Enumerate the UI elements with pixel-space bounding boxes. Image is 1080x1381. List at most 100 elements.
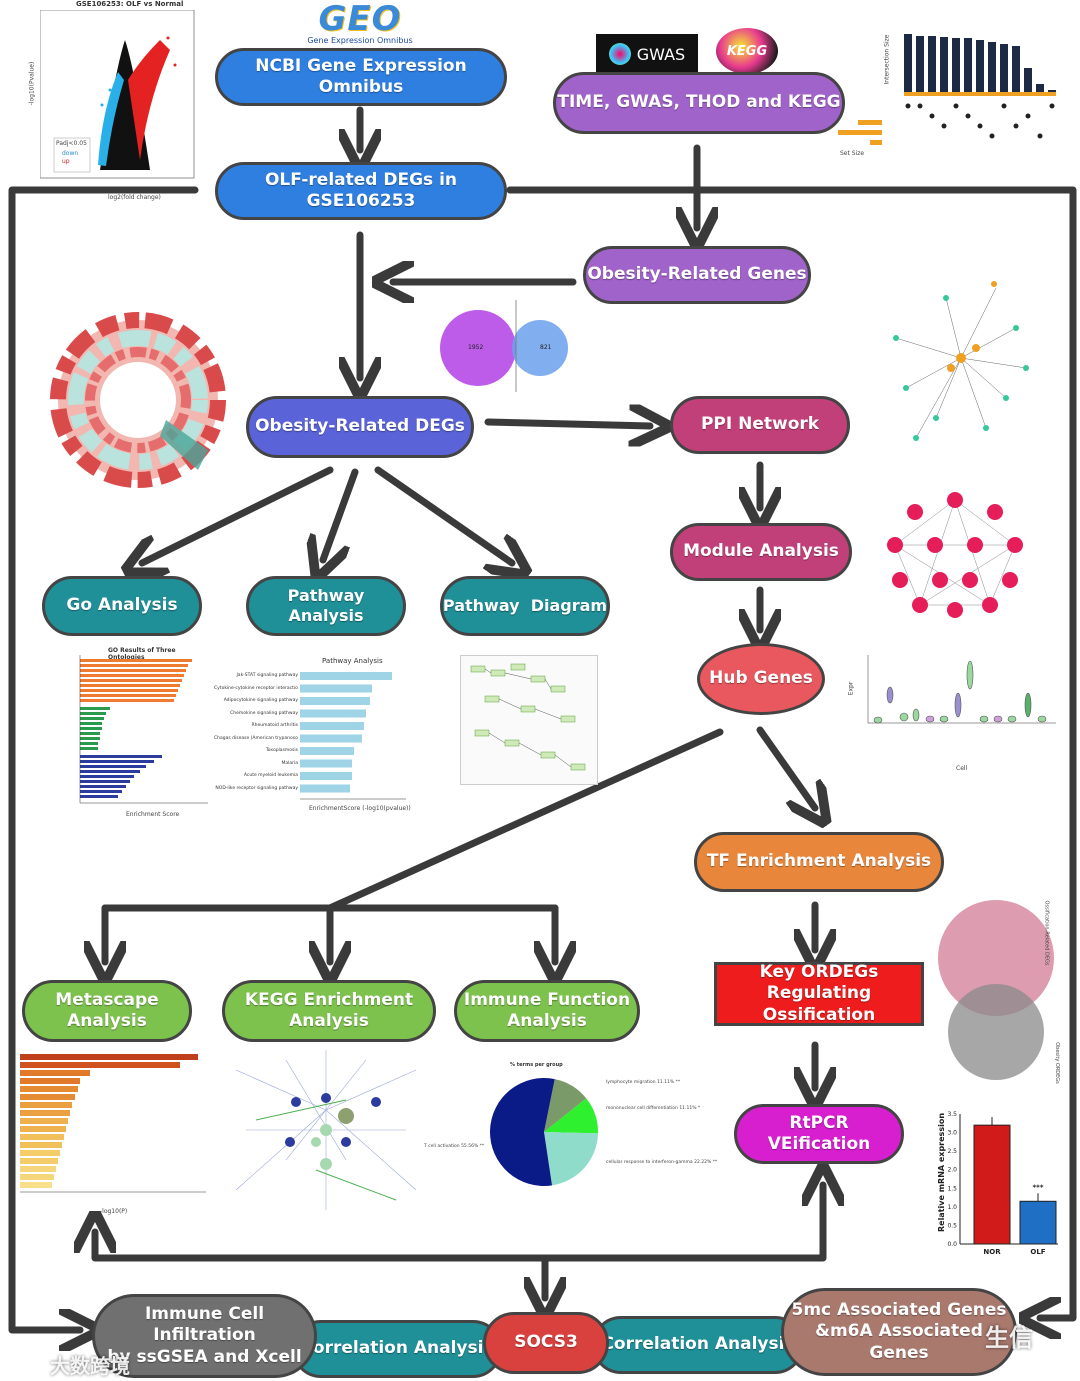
pathway-chart-xlabel: EnrichmentScore (-log10(pvalue)) [309,805,411,812]
kegg-network [235,1050,417,1210]
ppi-network-thumb [876,278,1046,458]
upset-plot [838,34,1056,145]
node-corr-right-label: Correlation Analysis [601,1334,795,1355]
node-kegg-line2: Analysis [289,1011,369,1031]
gwas-logo-icon [608,43,631,65]
pathway-term: Malaria [281,760,298,766]
pie-label-2: cellular response to interferon-gamma 22… [606,1160,718,1165]
node-key-ordegs-line1: Key ORDEGs [759,962,879,983]
arrow-obdegs-ppi [484,422,650,426]
qpcr-tick: 2.0 [947,1167,957,1174]
pathway-bars [300,672,406,800]
pie-thumb: % terms per group lymphocyte migration 1… [424,1060,717,1200]
node-methyl-line2: &m6A Associated Genes [815,1321,983,1363]
module-network [887,492,1023,618]
node-obesity-degs: Obesity-Related DEGs [246,396,474,458]
node-go-label: Go Analysis [66,595,178,616]
node-ppi: PPI Network [670,396,850,454]
node-methyl-line1: 5mc Associated Genes [791,1300,1007,1321]
hub-violin-thumb: Expr Cell [847,655,1056,775]
pathway-term: Jak-STAT signaling pathway [236,673,298,678]
pathway-term: Chemokine signaling pathway [230,710,298,716]
ppi-network [893,281,1029,441]
volcano-plot [40,10,195,179]
qpcr-tick: 3.0 [947,1130,957,1137]
node-socs3: SOCS3 [483,1312,609,1374]
hub-violin [867,655,1056,724]
metascape-chart [20,1054,206,1193]
node-olf-degs-label: OLF-related DEGs in GSE106253 [264,169,458,211]
pathway-diagram [470,663,586,771]
node-corr-right: Correlation Analysis [592,1316,804,1374]
node-immune-cell-line2: by ssGSEA and Xcell [107,1346,302,1367]
qpcr-significance: *** [1033,1183,1044,1191]
upset-thumb: Intersection Size Set Size [836,28,1072,158]
pathway-bar [300,759,352,768]
volcano-thumb: GSE106253: OLF vs Normal -log10(Pvalue) … [28,0,198,201]
kegg-logo: KEGG [716,28,778,74]
node-geo-label: NCBI Gene Expression Omnibus [255,55,467,97]
go-chart-xlabel: Enrichment Score [126,811,180,818]
watermark-right: 生信 [985,1324,1033,1352]
qpcr-tick: 3.5 [947,1111,957,1118]
node-geo: NCBI Gene Expression Omnibus [215,48,507,106]
qpcr-bar [1019,1200,1057,1245]
pathway-diagram-thumb [460,655,598,785]
arrow-obdegs-pathway [323,468,359,560]
qpcr-tick: 1.5 [947,1185,957,1192]
volcano-legend-down: down [62,150,79,157]
arrow-hub-tf [756,726,815,808]
qpcr-tick: 0.0 [947,1241,957,1248]
pie-slice [544,1079,587,1132]
node-tf: TF Enrichment Analysis [694,832,944,892]
pie-chart [490,1078,598,1186]
node-kegg: KEGG Enrichment Analysis [222,980,436,1042]
venn2-label-top: Ossification-Related DEGs [1043,900,1050,966]
circular-heatmap-thumb [48,310,228,490]
node-rtpcr-label: RtPCR VEification [767,1112,871,1154]
node-metascape: Metascape Analysis [22,980,192,1042]
pathway-bar [300,722,364,730]
node-metascape-line1: Metascape [55,989,159,1010]
node-pathway-diagram-label: Pathway Diagram [442,596,608,615]
volcano-ylabel: -log10(Pvalue) [28,61,36,106]
watermark-left: 大数跨境 [50,1354,130,1378]
node-hub-label: Hub Genes [709,668,813,689]
pathway-term: Rheumatoid arthritis [251,723,298,728]
venn-plot [440,300,568,392]
node-pathway-diagram: Pathway Diagram [440,576,610,636]
node-immune-fn-line1: Immune Function [463,989,631,1010]
node-time-gwas: TIME, GWAS, THOD and KEGG [553,72,845,134]
volcano-legend-title: Padj<0.05 [56,140,87,147]
node-immune-cell-line1: Immune Cell Infiltration [144,1304,265,1346]
node-obesity-genes: Obesity-Related Genes [583,246,811,304]
metascape-xlabel: -log10(P) [100,1208,128,1215]
pie-slice [490,1078,555,1186]
node-time-gwas-label: TIME, GWAS, THOD and KEGG [557,92,841,113]
pathway-term: Adipocytokine signaling pathway [223,698,298,703]
go-chart [79,655,208,804]
frame-left [8,186,199,1330]
qpcr-category: NOR [983,1248,1001,1256]
venn2-label-bottom: Obesity ORDEGs [1053,1042,1060,1084]
go-chart-title: GO Results of Three Ontologies [108,647,176,661]
pie-slice [544,1132,598,1186]
node-corr-left: Correlation Analysis [292,1320,502,1378]
qpcr-tick: 0.5 [947,1222,957,1229]
node-obesity-genes-label: Obesity-Related Genes [587,264,807,285]
node-immune-fn-line2: Analysis [507,1011,587,1031]
qpcr-tick: 2.5 [947,1148,957,1155]
arrow-obdegs-go [142,466,334,563]
node-methyl: 5mc Associated Genes &m6A Associated Gen… [781,1288,1017,1376]
volcano-xlabel: log2(fold change) [108,194,161,201]
venn2-thumb: Ossification-Related DEGs Obesity ORDEGs [936,890,1076,1100]
node-metascape-line2: Analysis [67,1011,147,1031]
venn-thumb: 1952 821 [436,300,580,392]
arrow-bottom-left [95,1232,549,1262]
hub-violin-xlabel: Cell [956,765,968,772]
node-socs3-label: SOCS3 [514,1332,578,1353]
pathway-bar [300,709,366,718]
pie-slice [544,1098,598,1134]
